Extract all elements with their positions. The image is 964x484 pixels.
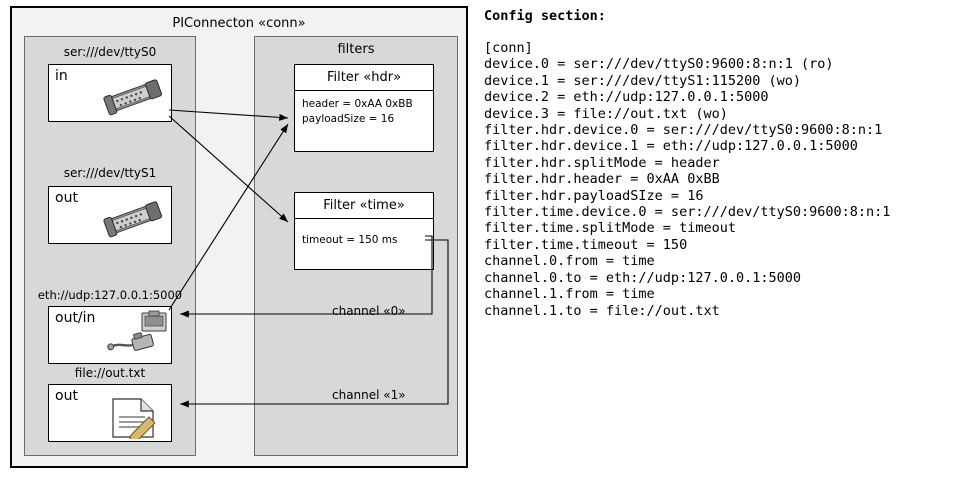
channel-label-0: channel «0» bbox=[332, 304, 406, 318]
filter-body-hdr: header = 0xAA 0xBB payloadSize = 16 bbox=[295, 91, 433, 133]
piconnector-container: PIConnecton «conn» ser:///dev/ttyS0 in bbox=[10, 6, 468, 468]
filter-body-time: timeout = 150 ms bbox=[295, 219, 433, 254]
device-name-0: in bbox=[55, 68, 68, 84]
device-caption-0: ser:///dev/ttyS0 bbox=[63, 45, 157, 59]
config-section: Config section: [conn] device.0 = ser://… bbox=[484, 8, 954, 319]
diagram-title: PIConnecton «conn» bbox=[172, 16, 306, 31]
devices-column: ser:///dev/ttyS0 in bbox=[24, 36, 196, 456]
network-card-icon bbox=[141, 310, 167, 332]
device-name-1: out bbox=[55, 190, 78, 206]
device-name-3: out bbox=[55, 388, 78, 404]
config-heading: Config section: bbox=[484, 8, 606, 24]
network-plug-icon bbox=[107, 332, 154, 351]
filter-time-line-0: timeout = 150 ms bbox=[302, 234, 398, 246]
device-card-3[interactable]: out bbox=[48, 384, 172, 442]
device-caption-2: eth://udp:127.0.0.1:5000 bbox=[37, 288, 183, 302]
filter-card-hdr[interactable]: Filter «hdr» header = 0xAA 0xBB payloadS… bbox=[294, 64, 434, 152]
device-caption-1: ser:///dev/ttyS1 bbox=[63, 166, 157, 180]
filter-hdr-line-1: payloadSize = 16 bbox=[302, 113, 395, 126]
channel-label-1: channel «1» bbox=[332, 388, 406, 402]
config-text: [conn] device.0 = ser:///dev/ttyS0:9600:… bbox=[484, 40, 891, 319]
filter-card-time[interactable]: Filter «time» timeout = 150 ms bbox=[294, 192, 434, 270]
text-file-icon bbox=[112, 398, 156, 439]
device-card-0[interactable]: in bbox=[48, 64, 172, 122]
device-caption-3: file://out.txt bbox=[74, 366, 146, 380]
filters-group: filters Filter «hdr» header = 0xAA 0xBB … bbox=[254, 36, 458, 456]
filter-title-hdr: Filter «hdr» bbox=[295, 65, 433, 91]
filters-group-label: filters bbox=[337, 42, 375, 57]
serial-port-icon bbox=[103, 201, 163, 238]
device-card-1[interactable]: out bbox=[48, 186, 172, 244]
device-card-2[interactable]: out/in bbox=[48, 306, 172, 364]
filter-title-time: Filter «time» bbox=[295, 193, 433, 219]
filter-hdr-line-0: header = 0xAA 0xBB bbox=[302, 98, 413, 110]
serial-port-icon bbox=[103, 79, 163, 116]
device-name-2: out/in bbox=[55, 310, 96, 326]
